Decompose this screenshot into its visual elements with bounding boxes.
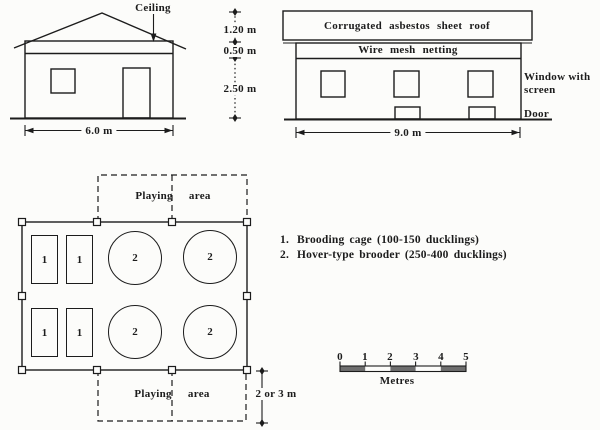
post-right-mid xyxy=(242,291,252,301)
legend-item-hover-brooder: 2. Hover-type brooder (250-400 ducklings) xyxy=(280,249,507,264)
dim-6m-arrow-right-icon xyxy=(164,127,173,134)
post-top-mid1 xyxy=(92,217,102,227)
side-window xyxy=(50,68,76,94)
front-window-2 xyxy=(393,70,420,98)
dim-depth-marker-bottom xyxy=(256,419,268,427)
wall-height-dimension: 2.50 m xyxy=(219,83,261,95)
dim-9m-arrow-right-icon xyxy=(511,129,520,136)
brooder-number: 2 xyxy=(132,252,138,264)
hover-brooder: 2 xyxy=(183,230,237,284)
post-bottom-mid2 xyxy=(167,365,177,375)
dim-depth-marker-top xyxy=(256,367,268,375)
side-door xyxy=(122,67,151,119)
post-bottom-mid1 xyxy=(92,365,102,375)
cage-number: 1 xyxy=(76,326,83,339)
playing-area-bottom-label: Playing area xyxy=(134,388,210,400)
ceiling-label: Ceiling xyxy=(135,2,171,14)
brooding-cage: 1 xyxy=(66,235,93,284)
cage-number: 1 xyxy=(41,253,48,266)
playing-area-top-label: Playing area xyxy=(135,190,211,202)
brooding-cage: 1 xyxy=(66,308,93,357)
legend-number: 2. xyxy=(280,248,290,261)
brooder-number: 2 xyxy=(207,251,213,263)
hover-brooder: 2 xyxy=(108,305,162,359)
height-dim-marker-ceiling xyxy=(229,38,241,46)
side-elevation xyxy=(10,12,187,136)
front-width-dimension: 9.0 m xyxy=(390,126,426,139)
cage-number: 1 xyxy=(41,326,48,339)
brooder-number: 2 xyxy=(132,326,138,338)
scale-number-1: 1 xyxy=(362,351,368,363)
floor-plan xyxy=(17,174,268,427)
roof-height-dimension: 1.20 m xyxy=(219,24,261,36)
legend-text: Hover-type brooder (250-400 ducklings) xyxy=(297,248,507,261)
brooding-cage: 1 xyxy=(31,308,58,357)
cage-number: 1 xyxy=(76,253,83,266)
dim-9m-arrow-left-icon xyxy=(296,129,305,136)
brooding-cage: 1 xyxy=(31,235,58,284)
post-top-right xyxy=(242,217,252,227)
scale-number-0: 0 xyxy=(337,351,343,363)
post-top-left xyxy=(17,217,27,227)
front-window-3 xyxy=(467,70,494,98)
ceiling-arrowhead-icon xyxy=(150,33,157,42)
side-wall-outline xyxy=(24,40,174,119)
window-screen-label-line2: screen xyxy=(524,83,556,96)
plan-legend: 1. Brooding cage (100-150 ducklings) 2. Ho… xyxy=(280,234,507,263)
hover-brooder: 2 xyxy=(183,305,237,359)
legend-text: Brooding cage (100-150 ducklings) xyxy=(297,234,480,246)
roof-material-label: Corrugated asbestos sheet roof xyxy=(324,20,490,32)
hover-brooder: 2 xyxy=(108,231,162,285)
side-width-dimension: 6.0 m xyxy=(81,124,117,137)
window-screen-label-line1: Window with xyxy=(524,71,591,83)
window-screen-label: Window with screen xyxy=(524,71,590,96)
post-bottom-left xyxy=(17,365,27,375)
legend-item-brooding-cage: 1. Brooding cage (100-150 ducklings) xyxy=(280,234,507,249)
post-top-mid2 xyxy=(167,217,177,227)
door-label: Door xyxy=(524,108,550,120)
netting-label: Wire mesh netting xyxy=(358,44,458,56)
height-dim-marker-ground xyxy=(229,114,241,122)
playing-area-depth-dimension: 2 or 3 m xyxy=(253,388,299,400)
scale-segment-0-1 xyxy=(340,366,366,372)
scale-number-4: 4 xyxy=(438,351,444,363)
dim-6m-arrow-left-icon xyxy=(25,127,34,134)
post-bottom-right xyxy=(242,365,252,375)
scale-number-3: 3 xyxy=(413,351,419,363)
front-window-1 xyxy=(320,70,346,98)
scale-bar xyxy=(339,361,467,373)
scale-unit-label: Metres xyxy=(379,375,415,387)
brooder-number: 2 xyxy=(207,326,213,338)
post-left-mid xyxy=(17,291,27,301)
legend-number: 1. xyxy=(280,234,290,246)
scale-number-5: 5 xyxy=(463,351,469,363)
height-dimension-chain xyxy=(229,8,241,122)
scale-segment-2-3 xyxy=(390,366,416,372)
height-dim-marker-top xyxy=(229,8,241,16)
scale-segment-4-5 xyxy=(440,366,466,372)
front-door-2 xyxy=(468,106,496,120)
netting-height-dimension: 0.50 m xyxy=(219,45,261,57)
front-elevation xyxy=(282,10,552,138)
gable-roof-line xyxy=(13,12,187,50)
roof-slab-outline xyxy=(282,10,533,41)
scale-number-2: 2 xyxy=(387,351,393,363)
front-door-1 xyxy=(394,106,421,120)
scale-bar-outline xyxy=(339,365,467,373)
